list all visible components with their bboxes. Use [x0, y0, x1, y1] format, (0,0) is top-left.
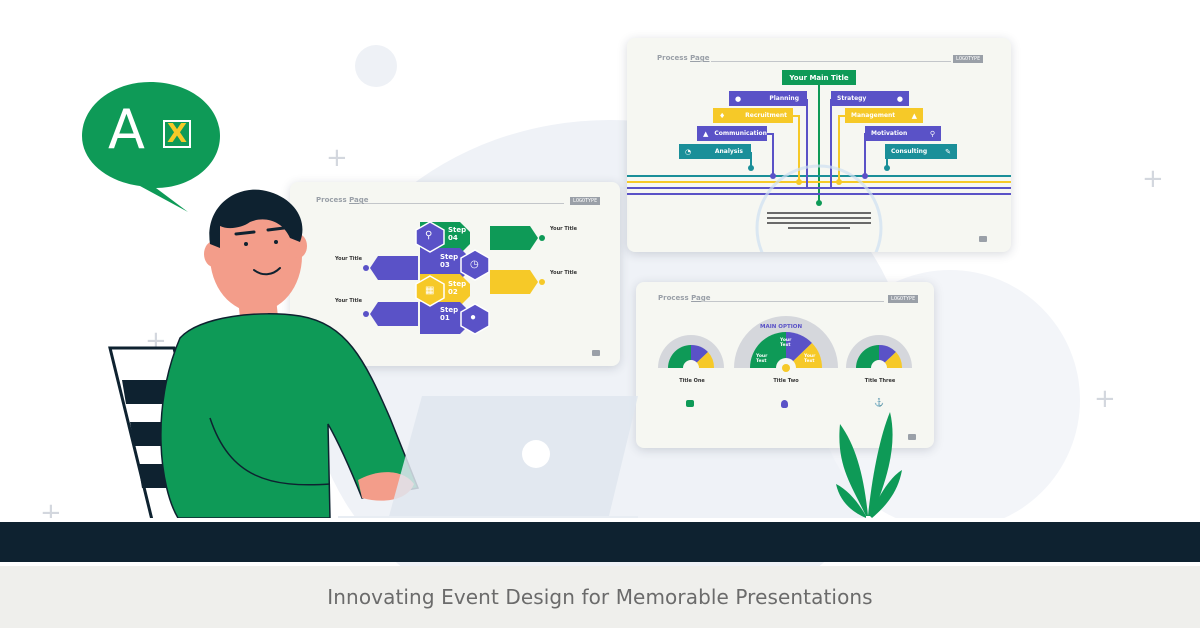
title-right-2: Your Title — [550, 270, 577, 276]
bg-cross-icon: + — [1094, 384, 1116, 414]
person-illustration — [160, 189, 420, 519]
gauge-title-two: Title Two — [773, 378, 799, 384]
org-item-planning: ●Planning — [729, 91, 807, 106]
calendar-icon: ▦ — [425, 285, 435, 296]
center-label-1: Your Text — [756, 354, 768, 364]
slide-gauges: Process Page LOGOTYPE MAIN OPT — [636, 282, 934, 448]
bg-cross-icon: + — [1142, 164, 1164, 194]
slide-steps: Process Page LOGOTYPE S — [290, 182, 620, 366]
thumbs-up-icon: ▲ — [911, 111, 917, 120]
handshake-icon: ♦ — [719, 111, 726, 120]
header-rule — [364, 203, 564, 204]
main-title-tag: Your Main Title — [782, 70, 856, 85]
caption-text: Innovating Event Design for Memorable Pr… — [327, 585, 873, 609]
translate-icon: X — [163, 120, 191, 148]
title-left-1: Your Title — [335, 256, 362, 262]
database-icon — [686, 400, 694, 407]
page-number-icon — [592, 350, 600, 356]
gauge-title-one: Title One — [679, 378, 705, 384]
clock-icon: ◷ — [470, 259, 479, 270]
desk-top — [0, 520, 1200, 562]
slide-header: Process Page — [657, 54, 710, 62]
translate-glyph-a: A — [108, 98, 145, 161]
org-item-motivation: Motivation⚲ — [865, 126, 941, 141]
chart-icon: ◔ — [685, 147, 692, 156]
speech-bubble — [82, 82, 220, 212]
page-number-icon — [979, 236, 987, 242]
lightbulb-icon — [781, 400, 788, 408]
org-item-strategy: Strategy● — [831, 91, 909, 106]
slide-org-chart: Process Page LOGOTYPE Your Main Title — [627, 38, 1011, 252]
logo-badge: LOGOTYPE — [953, 55, 984, 63]
org-item-consulting: Consulting✎ — [885, 144, 957, 159]
center-label-2: Your Text — [780, 338, 792, 348]
gauges-diagram — [658, 316, 912, 378]
header-rule — [711, 61, 951, 62]
main-option-label: MAIN OPTION — [760, 324, 803, 330]
header-rule — [704, 301, 884, 302]
anchor-icon: ⚓ — [874, 398, 884, 407]
org-item-communication: ▲Communication — [697, 126, 767, 141]
page-number-icon — [908, 434, 916, 440]
steps-diagram — [363, 221, 545, 335]
lightbulb-icon: ● — [735, 94, 742, 103]
placeholder-text — [767, 212, 871, 229]
caption-bar: Innovating Event Design for Memorable Pr… — [0, 566, 1200, 628]
search-icon: ⚲ — [929, 129, 935, 138]
slide-header: Process Page — [316, 196, 369, 204]
logo-badge: LOGOTYPE — [570, 197, 601, 205]
bg-blob — [355, 45, 397, 87]
translate-glyph-x: X — [166, 119, 188, 149]
droplet-icon: ● — [896, 94, 903, 103]
gauge-title-three: Title Three — [864, 378, 896, 384]
org-item-management: Management▲ — [845, 108, 923, 123]
money-bag-icon: ● — [470, 312, 477, 323]
desk-shadow — [0, 518, 1200, 522]
center-label-3: Your Text — [804, 354, 816, 364]
org-item-recruitment: ♦Recruitment — [713, 108, 793, 123]
flask-icon: ▲ — [703, 129, 709, 138]
laptop-illustration — [338, 396, 638, 524]
pen-icon: ✎ — [945, 147, 951, 156]
title-right-1: Your Title — [550, 226, 577, 232]
search-icon: ⚲ — [425, 230, 433, 241]
bg-cross-icon: + — [326, 143, 348, 173]
title-left-2: Your Title — [335, 298, 362, 304]
slide-header: Process Page — [658, 294, 711, 302]
logo-badge: LOGOTYPE — [888, 295, 919, 303]
org-item-analysis: ◔Analysis — [679, 144, 751, 159]
org-connector-lines — [627, 85, 1011, 252]
